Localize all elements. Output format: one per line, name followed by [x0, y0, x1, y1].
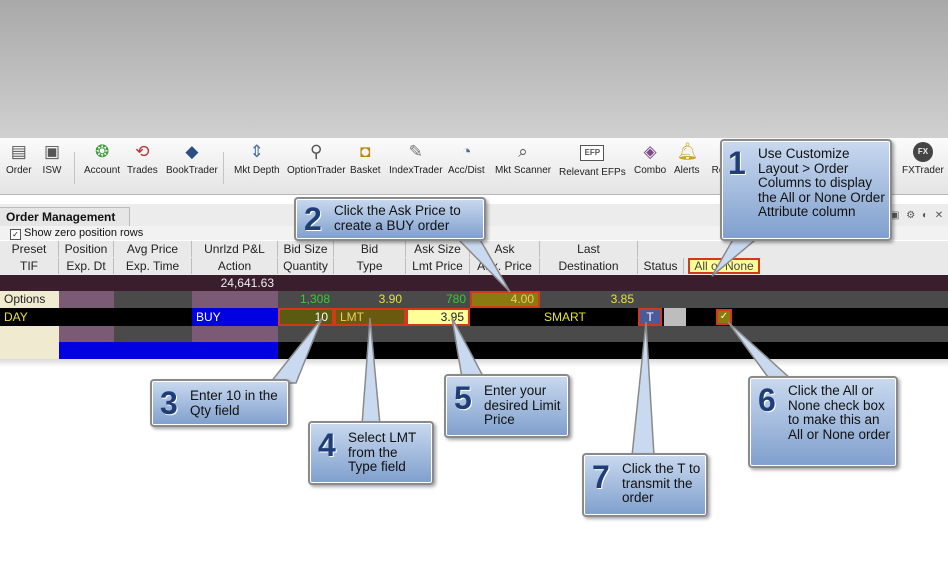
col-bid[interactable]: Bid: [334, 241, 406, 257]
toolbar-account-button[interactable]: ❂ Account: [84, 142, 121, 176]
toolbar-mkt-scanner-button[interactable]: ⌕ Mkt Scanner: [495, 142, 552, 176]
mkt-scanner-icon: ⌕: [518, 142, 528, 161]
col-exp-time[interactable]: Exp. Time: [114, 258, 192, 274]
toolbar-divider: [223, 152, 224, 184]
tif-value[interactable]: DAY: [4, 310, 28, 324]
mkt-depth-icon: ⇕: [249, 142, 264, 161]
toolbar-re-button[interactable]: Re: [708, 142, 728, 176]
toolbar-accdist-button[interactable]: ◔ Acc/Dist: [448, 142, 485, 176]
all-or-none-checkbox[interactable]: ✓: [716, 309, 732, 325]
pnl-total-value: 24,641.63: [220, 276, 274, 290]
position-cell: [59, 291, 114, 308]
toolbar-combo-button[interactable]: ◈ Combo: [634, 142, 667, 176]
col-last[interactable]: Last: [540, 241, 638, 257]
toolbar-isw-button[interactable]: ▣ ISW: [42, 142, 62, 176]
toolbar-order-button[interactable]: ▤ Order: [6, 142, 32, 176]
toolbar-divider: [74, 152, 75, 184]
col-position[interactable]: Position: [59, 241, 114, 257]
pnl-cell: [192, 291, 278, 308]
isw-icon: ▣: [43, 142, 61, 161]
position-cell: [59, 326, 114, 342]
pointer-5: [451, 317, 486, 379]
col-destination[interactable]: Destination: [540, 258, 638, 274]
action-band: [59, 342, 278, 359]
action-value[interactable]: BUY: [192, 308, 278, 326]
booktrader-icon: ◆: [185, 142, 199, 161]
pnl-total-row: 24,641.63: [0, 275, 948, 291]
trades-icon: ⟲: [135, 142, 150, 161]
pointer-7: [631, 321, 655, 457]
toolbar-booktrader-button[interactable]: ◆ BookTrader: [166, 142, 218, 176]
ask-size-value: 780: [445, 292, 466, 306]
pnl-cell: [192, 326, 278, 342]
accdist-icon: ◔: [461, 142, 472, 161]
optiontrader-icon: ⚲: [310, 142, 323, 161]
col-status[interactable]: Status: [638, 258, 684, 274]
callout-7: 7 Click the T to transmit the order: [582, 453, 708, 517]
empty-row-1: [0, 326, 948, 342]
efp-icon: EFP: [580, 145, 605, 161]
top-background: [0, 0, 948, 138]
callout-2: 2 Click the Ask Price to create a BUY or…: [294, 197, 486, 241]
col-unrlzd-pnl[interactable]: Unrlzd P&L: [192, 241, 278, 257]
indextrader-icon: ✎: [408, 142, 423, 161]
col-quantity[interactable]: Quantity: [278, 258, 334, 274]
basket-icon: ◘: [360, 142, 371, 161]
col-bid-size[interactable]: Bid Size: [278, 241, 334, 257]
show-zero-checkbox[interactable]: ✓: [10, 229, 21, 240]
order-icon: ▤: [10, 142, 27, 161]
status-cell: [664, 308, 686, 326]
bid-size-value: 1,308: [299, 292, 330, 306]
callout-3: 3 Enter 10 in the Qty field: [150, 379, 290, 427]
toolbar-basket-button[interactable]: ◘ Basket: [350, 142, 381, 176]
pointer-6: [727, 321, 794, 381]
transmit-button[interactable]: T: [638, 308, 662, 326]
toolbar-optiontrader-button[interactable]: ⚲ OptionTrader: [287, 142, 346, 176]
col-tif[interactable]: TIF: [0, 258, 59, 274]
toolbar-relevant-efps-button[interactable]: EFP Relevant EFPs: [559, 142, 626, 178]
alerts-icon: 🔔︎: [676, 142, 699, 161]
col-preset[interactable]: Preset: [0, 241, 59, 257]
col-avg-price[interactable]: Avg Price: [114, 241, 192, 257]
toolbar-indextrader-button[interactable]: ✎ IndexTrader: [389, 142, 443, 176]
col-action[interactable]: Action: [192, 258, 278, 274]
callout-5: 5 Enter your desired Limit Price: [444, 374, 570, 438]
fxtrader-icon: FX: [912, 142, 933, 162]
ask-value[interactable]: 4.00: [470, 291, 540, 308]
options-row[interactable]: Options 1,308 3.90 780 4.00 3.85: [0, 291, 948, 308]
toolbar-trades-button[interactable]: ⟲ Trades: [127, 142, 158, 176]
combo-icon: ◈: [643, 142, 657, 161]
pointer-3: [268, 317, 323, 384]
empty-row-2: [0, 342, 948, 359]
callout-1: 1 Use Customize Layout > Order Columns t…: [720, 139, 892, 241]
toolbar-mkt-depth-button[interactable]: ⇕ Mkt Depth: [234, 142, 280, 176]
callout-4: 4 Select LMT from the Type field: [308, 421, 434, 485]
last-value: 3.85: [610, 292, 634, 306]
panel-window-icons[interactable]: ▣ ⚙ ◐ ✕: [890, 210, 946, 221]
account-icon: ❂: [94, 142, 110, 161]
callout-6: 6 Click the All or None check box to mak…: [748, 376, 898, 468]
col-ask[interactable]: Ask: [470, 241, 540, 257]
order-management-tab[interactable]: Order Management: [0, 207, 131, 227]
pointer-2: [453, 235, 511, 293]
pointer-4: [361, 317, 381, 426]
order-row[interactable]: DAY BUY 10 LMT 3.95 SMART T ✓: [0, 308, 948, 326]
preset-cell: [0, 326, 59, 342]
destination-value[interactable]: SMART: [544, 310, 586, 324]
bid-value[interactable]: 3.90: [378, 292, 402, 306]
pointer-1: [711, 235, 763, 277]
col-exp-dt[interactable]: Exp. Dt: [59, 258, 114, 274]
toolbar-alerts-button[interactable]: 🔔︎ Alerts: [674, 142, 700, 176]
col-type[interactable]: Type: [334, 258, 406, 274]
toolbar-fxtrader-button[interactable]: FX FXTrader: [902, 142, 944, 176]
options-label: Options: [0, 291, 59, 308]
col-lmt-price[interactable]: Lmt Price: [406, 258, 470, 274]
preset-cell: [0, 342, 59, 359]
